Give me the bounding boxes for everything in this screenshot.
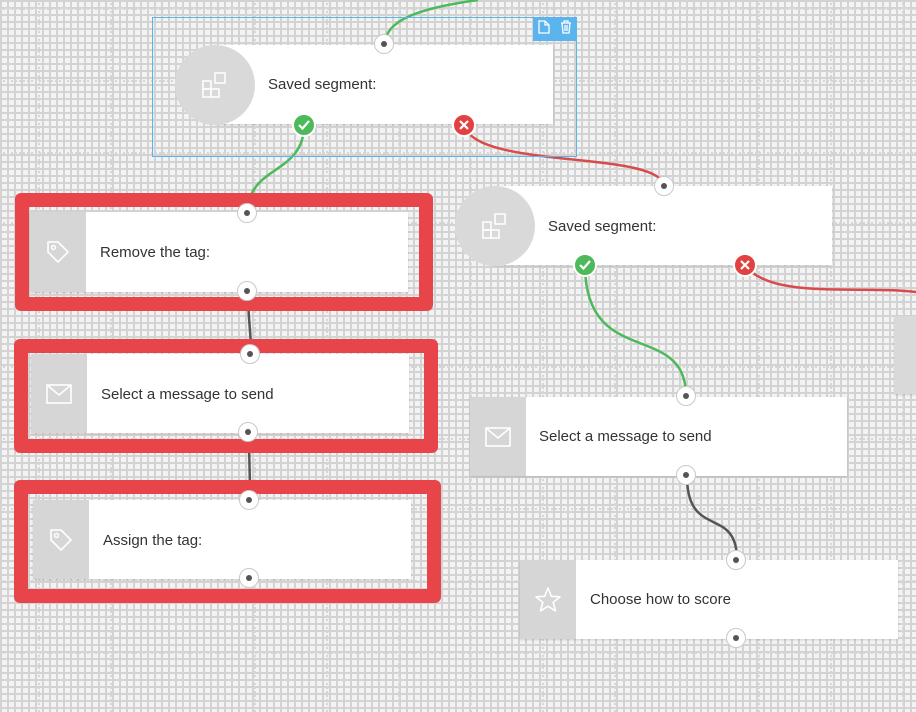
grid-line [686, 0, 688, 712]
star-icon [520, 560, 576, 639]
tag-icon [33, 500, 89, 579]
remove-tag-node[interactable]: Remove the tag: [30, 212, 408, 292]
wire-send-to-score [685, 475, 739, 561]
tag-icon [30, 212, 86, 292]
input-port[interactable] [654, 176, 674, 196]
segment-icon [175, 45, 255, 125]
grid-line [0, 652, 916, 654]
grid-line [758, 0, 760, 712]
input-port[interactable] [239, 490, 259, 510]
grid-line [0, 152, 916, 154]
selection-frame [152, 17, 577, 157]
send-message-node-left[interactable]: Select a message to send [31, 354, 409, 433]
segment-icon [455, 186, 535, 266]
check-icon [298, 120, 310, 130]
input-port[interactable] [374, 34, 394, 54]
envelope-icon [470, 397, 526, 476]
node-label: Remove the tag: [100, 244, 211, 261]
wire-no-top [462, 124, 666, 187]
highlight-box [14, 339, 438, 453]
node-label: Choose how to score [590, 591, 731, 608]
envelope-icon [31, 354, 87, 433]
copy-icon[interactable] [538, 19, 550, 39]
node-label: Saved segment: [548, 218, 657, 235]
offscreen-node[interactable] [894, 316, 916, 394]
input-port[interactable] [676, 386, 696, 406]
x-icon [459, 120, 469, 130]
node-label: Select a message to send [539, 428, 712, 445]
input-port[interactable] [240, 344, 260, 364]
grid-line [0, 580, 916, 582]
assign-tag-node[interactable]: Assign the tag: [33, 500, 411, 579]
grid-line [542, 0, 544, 712]
grid-line [0, 438, 916, 440]
grid-line [0, 508, 916, 510]
no-branch-badge[interactable] [733, 253, 757, 277]
wire-no-right [743, 264, 916, 294]
grid-line [0, 294, 916, 296]
yes-branch-badge[interactable] [292, 113, 316, 137]
output-port[interactable] [237, 281, 257, 301]
node-label: Assign the tag: [103, 532, 203, 549]
node-label: Select a message to send [101, 386, 274, 403]
segment-node-right[interactable]: Saved segment: [494, 186, 832, 265]
highlight-box [15, 193, 433, 311]
input-port[interactable] [726, 550, 746, 570]
segment-node-top[interactable]: Saved segment: [215, 45, 553, 124]
wire-yes-right [583, 264, 688, 397]
selection-toolbar [533, 17, 577, 41]
no-branch-badge[interactable] [452, 113, 476, 137]
grid-line [470, 0, 472, 712]
output-port[interactable] [239, 568, 259, 588]
output-port[interactable] [676, 465, 696, 485]
highlight-box [14, 480, 441, 603]
output-port[interactable] [238, 422, 258, 442]
x-icon [740, 260, 750, 270]
trash-icon[interactable] [560, 19, 572, 39]
output-port[interactable] [726, 628, 746, 648]
input-port[interactable] [237, 203, 257, 223]
check-icon [579, 260, 591, 270]
send-message-node-right[interactable]: Select a message to send [470, 397, 847, 476]
yes-branch-badge[interactable] [573, 253, 597, 277]
grid-line [614, 0, 616, 712]
grid-line [830, 0, 832, 712]
node-label: Saved segment: [268, 76, 377, 93]
grid-line [0, 366, 916, 368]
grid-line [0, 8, 916, 10]
score-node[interactable]: Choose how to score [520, 560, 898, 639]
